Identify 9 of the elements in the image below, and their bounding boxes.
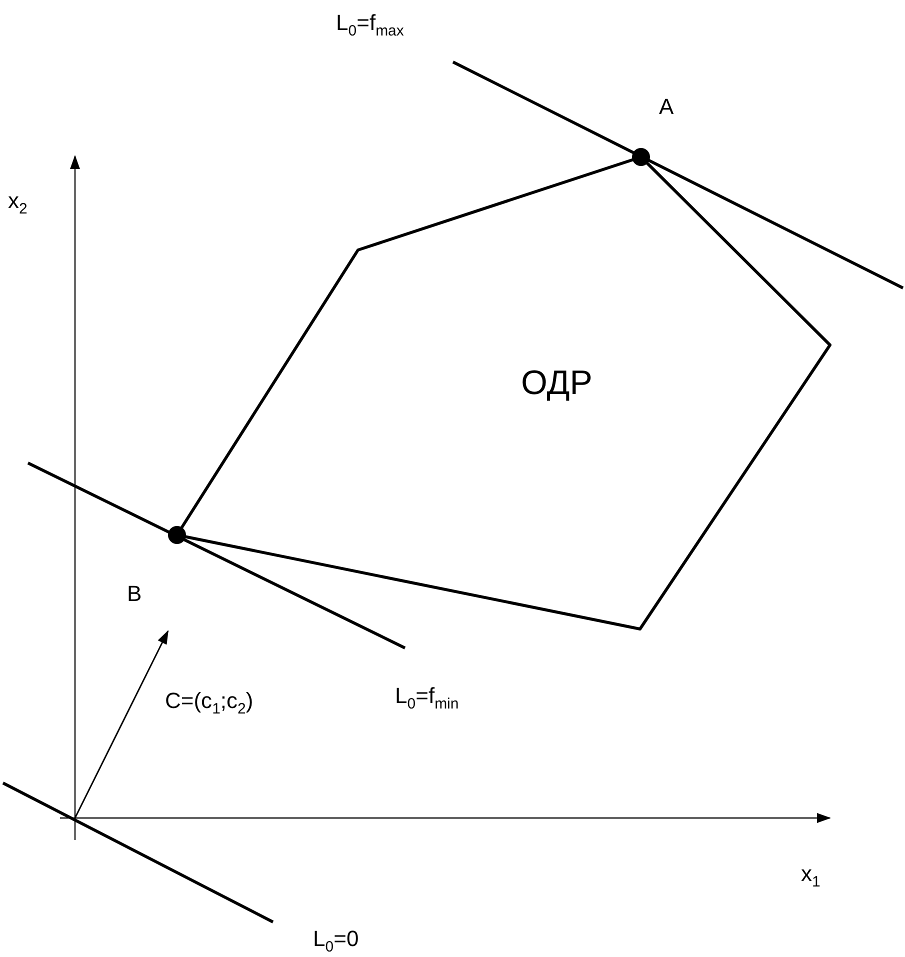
vector-label: C=(c$_{1}$;c$_{2}$)	[165, 690, 254, 716]
region-label: ОДР	[521, 366, 592, 400]
axis-label: x$_{1}$	[801, 863, 820, 890]
axis-label: x$_{2}$	[8, 190, 28, 216]
line-label: L$_{0}$=f$_{max}$	[336, 12, 404, 38]
line-label: L$_{0}$=0	[313, 928, 359, 954]
line-label: L$_{0}$=f$_{min}$	[395, 685, 459, 712]
point-label: A	[659, 96, 674, 118]
point-label: B	[127, 583, 142, 605]
